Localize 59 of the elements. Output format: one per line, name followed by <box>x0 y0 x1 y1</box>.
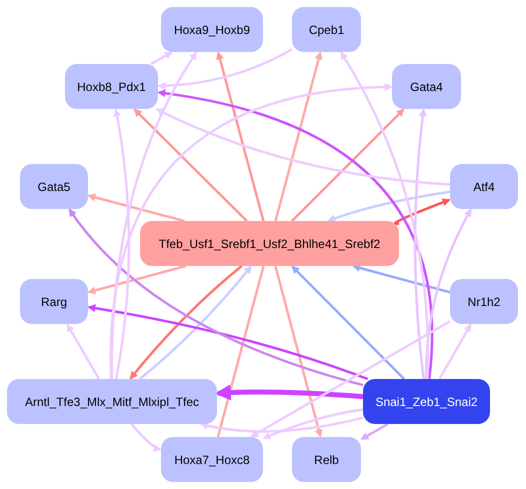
node-label: Atf4 <box>473 178 495 196</box>
arrow <box>262 408 364 440</box>
arrow <box>360 422 388 440</box>
arrow <box>110 51 198 380</box>
node-box <box>392 64 461 109</box>
node-box <box>140 221 399 266</box>
arrow <box>274 51 322 222</box>
node-box <box>7 379 217 424</box>
arrow <box>394 198 451 226</box>
node-label: Rarg <box>40 294 67 310</box>
node-label: Nr1h2 <box>468 294 500 310</box>
arrow <box>113 108 130 380</box>
node-label: Snai1_Zeb1_Snai2 <box>375 394 478 410</box>
node-box <box>20 279 88 324</box>
arrow <box>130 423 162 452</box>
arrow <box>139 266 252 380</box>
arrow <box>414 108 427 380</box>
node-label: Hoxa7_Hoxc8 <box>174 452 250 468</box>
arrow <box>150 51 173 66</box>
arrow <box>438 323 472 380</box>
arrow <box>291 266 406 380</box>
arrow <box>66 323 100 380</box>
arrow <box>327 190 450 222</box>
node-box <box>292 437 361 482</box>
node-box <box>450 164 518 209</box>
arrow <box>87 304 368 380</box>
arrow <box>200 416 364 433</box>
arrow <box>424 208 472 380</box>
node-label: Relb <box>314 452 339 468</box>
arrow <box>87 264 186 294</box>
arrow <box>156 108 450 186</box>
node-label: Cpeb1 <box>308 22 344 38</box>
node-box <box>292 7 361 52</box>
arrow <box>157 90 434 380</box>
node-box <box>161 437 263 482</box>
arrow <box>134 108 248 222</box>
node-box <box>363 379 490 424</box>
node-box <box>161 7 263 52</box>
arrow <box>274 266 323 438</box>
node-box <box>20 164 88 209</box>
node-label: Arntl_Tfe3_Mlx_Mitf_Mlxipl_Tfec <box>24 394 200 410</box>
arrow <box>157 48 293 90</box>
node-label: Tfeb_Usf1_Srebf1_Usf2_Bhlhe41_Srebf2 <box>158 236 380 252</box>
arrow <box>291 108 404 222</box>
node-label: Gata5 <box>38 178 70 196</box>
node-label: Gata4 <box>410 78 443 96</box>
arrow <box>352 264 450 294</box>
arrow <box>68 208 364 386</box>
arrow <box>110 83 393 379</box>
node-label: Hoxa9_Hoxb9 <box>174 22 250 38</box>
arrow <box>250 320 451 438</box>
arrow <box>216 51 265 222</box>
arrow <box>340 51 430 380</box>
arrow <box>87 194 185 222</box>
node-box <box>450 279 518 324</box>
arrow <box>130 265 242 380</box>
node-box <box>65 64 158 109</box>
node-label: Hoxb8_Pdx1 <box>77 78 146 96</box>
arrow <box>214 384 364 401</box>
